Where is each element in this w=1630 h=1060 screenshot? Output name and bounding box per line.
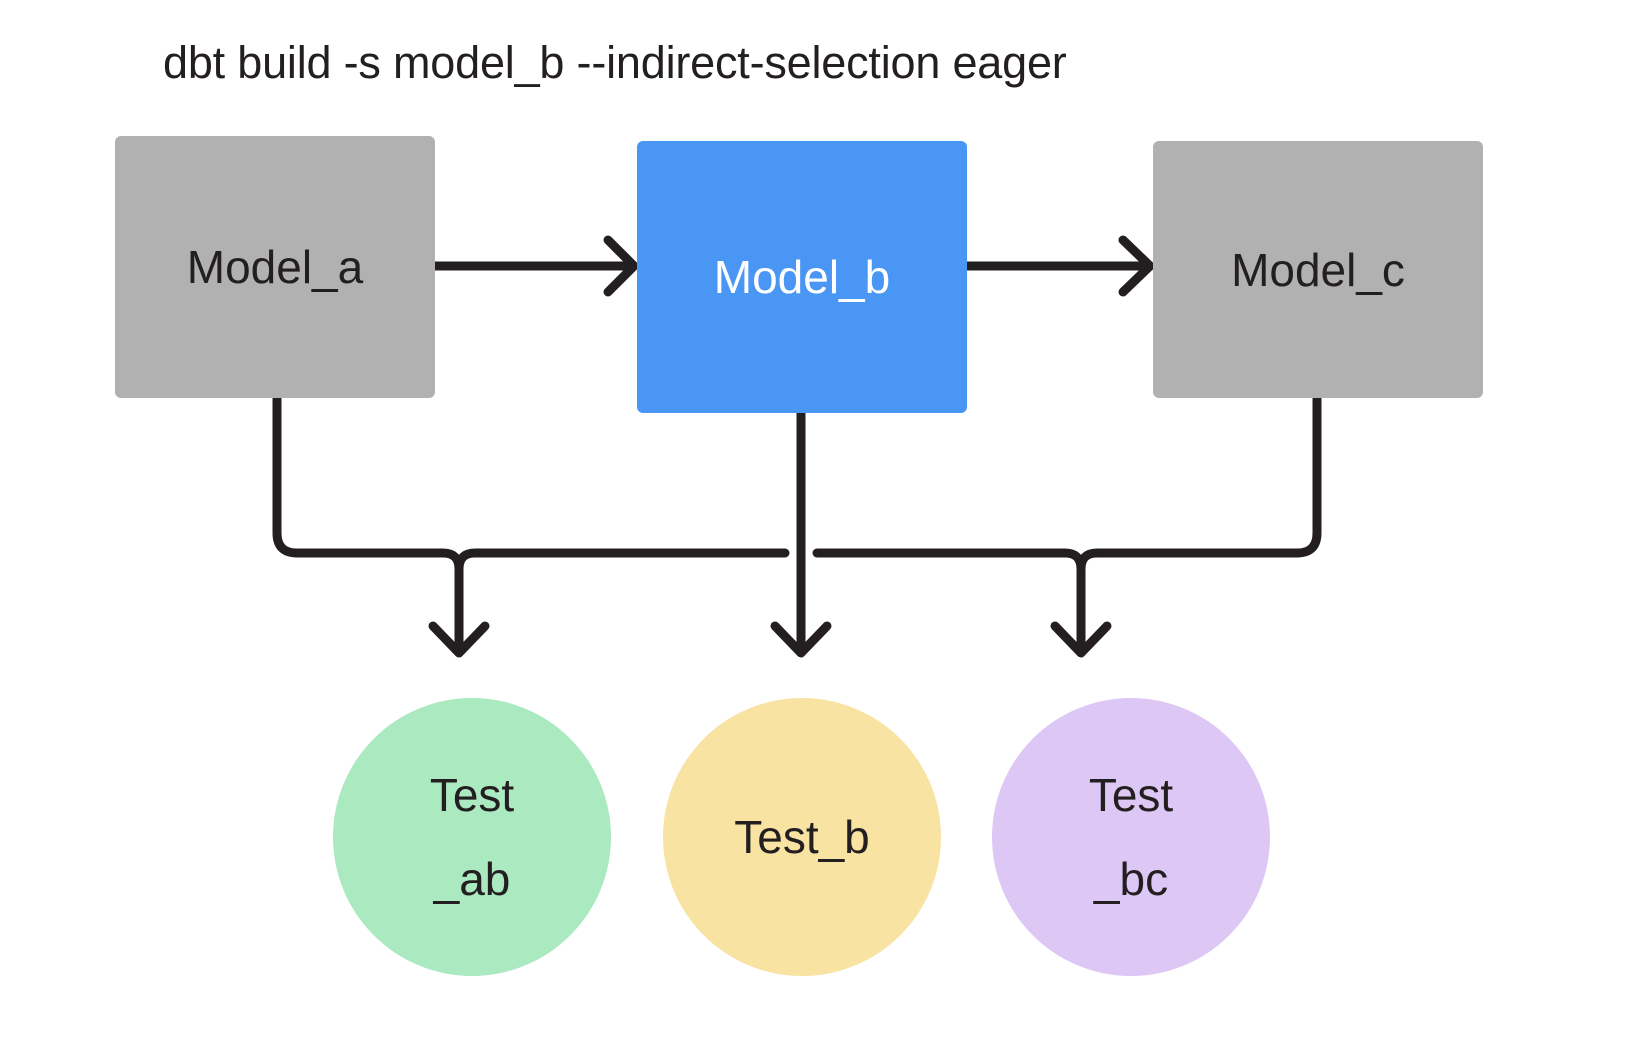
- edge-model-a-to-model-b: [429, 235, 639, 297]
- node-model-b[interactable]: Model_b: [637, 141, 967, 413]
- node-test-b[interactable]: Test_b: [663, 698, 941, 976]
- node-test-bc[interactable]: Test _bc: [992, 698, 1270, 976]
- edge-model-b-to-model-c: [962, 235, 1155, 297]
- node-model-c[interactable]: Model_c: [1153, 141, 1483, 398]
- node-test-ab[interactable]: Test _ab: [333, 698, 611, 976]
- edge-model-a-to-test-ab: [272, 393, 464, 574]
- node-test-b-label: Test_b: [734, 811, 870, 863]
- node-model-a-label: Model_a: [186, 241, 364, 293]
- edge-model-b-to-test-b: [770, 408, 832, 658]
- node-test-bc-label: Test _bc: [1088, 769, 1174, 905]
- edge-model-b-to-test-ab: [428, 548, 790, 658]
- node-model-a[interactable]: Model_a: [115, 136, 435, 398]
- node-model-b-label: Model_b: [713, 251, 891, 303]
- node-test-ab-label: Test _ab: [429, 769, 515, 905]
- edge-model-b-to-test-bc: [812, 548, 1112, 658]
- edge-model-c-to-test-bc: [1076, 393, 1322, 574]
- diagram-title: dbt build -s model_b --indirect-selectio…: [163, 37, 1067, 88]
- node-model-c-label: Model_c: [1231, 243, 1405, 296]
